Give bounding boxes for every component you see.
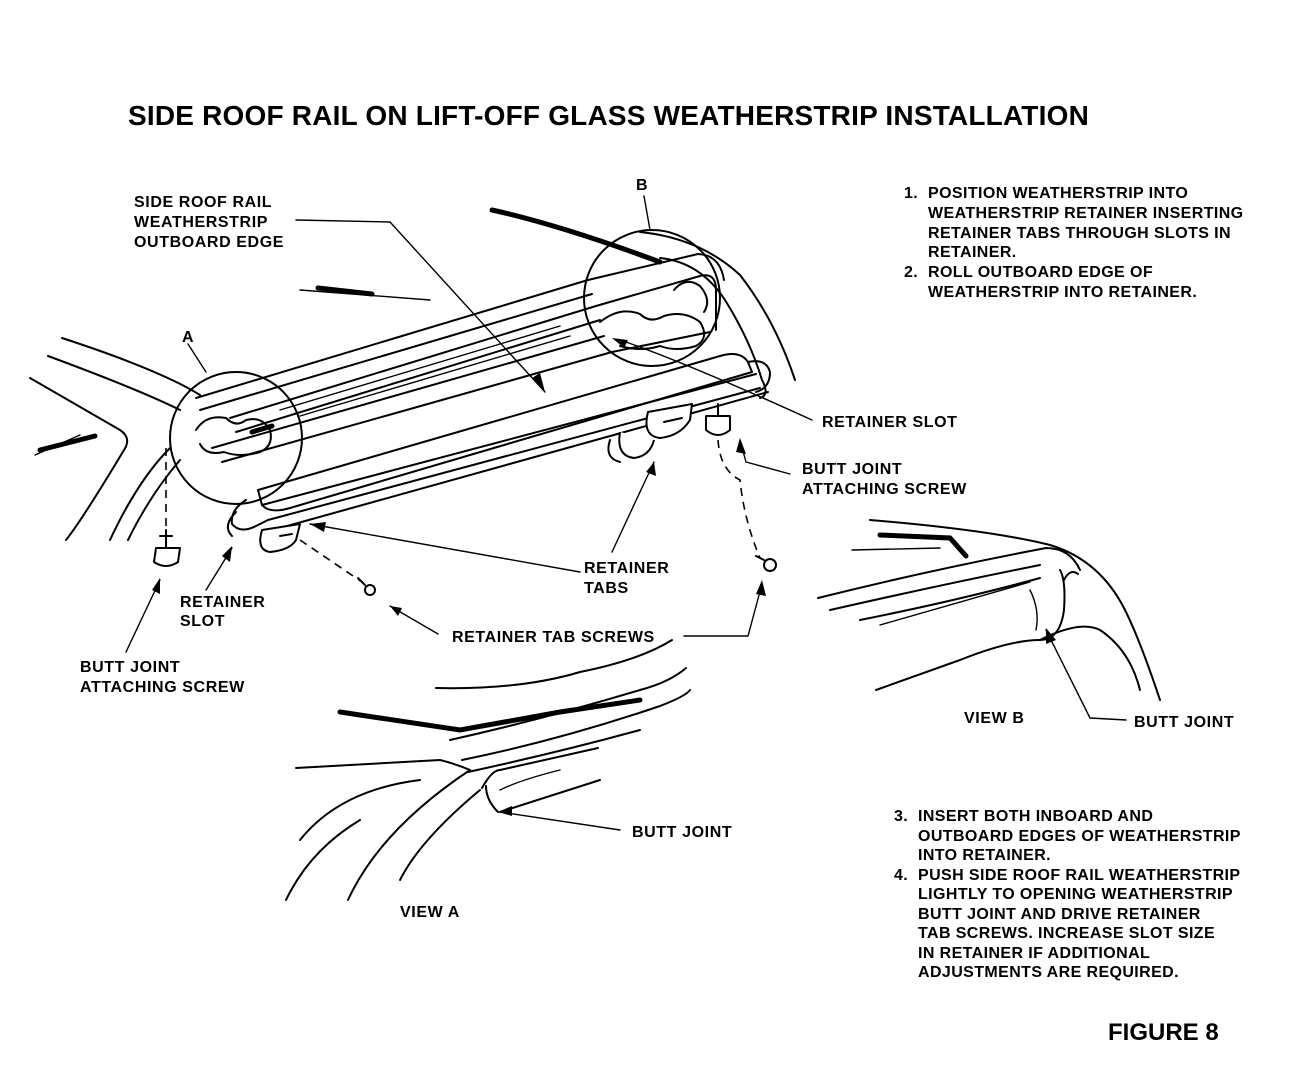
- retainer-tab-screws-label: RETAINER TAB SCREWS: [452, 629, 655, 646]
- svg-text:SLOT: SLOT: [180, 613, 225, 630]
- svg-text:PUSH SIDE ROOF RAIL WEATHERSTR: PUSH SIDE ROOF RAIL WEATHERSTRIP: [918, 867, 1240, 884]
- retainer-tabs-label: RETAINER TABS: [584, 560, 669, 597]
- svg-text:OUTBOARD EDGE: OUTBOARD EDGE: [134, 234, 284, 251]
- callout-a-label: A: [182, 329, 194, 346]
- svg-text:SIDE ROOF RAIL: SIDE ROOF RAIL: [134, 194, 272, 211]
- svg-text:BUTT JOINT: BUTT JOINT: [802, 461, 902, 478]
- view-a-label: VIEW A: [400, 904, 460, 921]
- tab-screw-right: [755, 555, 777, 572]
- view-b-label: VIEW B: [964, 710, 1025, 727]
- svg-text:ROLL OUTBOARD EDGE OF: ROLL OUTBOARD EDGE OF: [928, 264, 1153, 281]
- step-4: 4. PUSH SIDE ROOF RAIL WEATHERSTRIP LIGH…: [894, 867, 1240, 981]
- view-a-illustration: [285, 639, 691, 901]
- svg-text:1.: 1.: [904, 185, 918, 202]
- callout-b-label: B: [636, 177, 648, 194]
- main-assembly-illustration: [29, 207, 796, 596]
- figure-number-label: FIGURE 8: [1108, 1019, 1219, 1046]
- svg-text:4.: 4.: [894, 867, 908, 884]
- weatherstrip-outboard-edge-label: SIDE ROOF RAIL WEATHERSTRIP OUTBOARD EDG…: [134, 194, 284, 251]
- screw-left: [153, 529, 181, 567]
- svg-text:RETAINER: RETAINER: [180, 594, 265, 611]
- svg-text:RETAINER: RETAINER: [584, 560, 669, 577]
- screw-right: [705, 403, 731, 436]
- instructions-top: 1. POSITION WEATHERSTRIP INTO WEATHERSTR…: [904, 185, 1244, 301]
- svg-text:3.: 3.: [894, 808, 908, 825]
- svg-text:WEATHERSTRIP INTO RETAINER.: WEATHERSTRIP INTO RETAINER.: [928, 284, 1197, 301]
- svg-text:INSERT BOTH INBOARD AND: INSERT BOTH INBOARD AND: [918, 808, 1153, 825]
- detail-circle-a: [169, 371, 303, 505]
- detail-circle-b: [583, 229, 721, 367]
- svg-text:2.: 2.: [904, 264, 918, 281]
- svg-text:ATTACHING SCREW: ATTACHING SCREW: [80, 679, 245, 696]
- svg-text:IN RETAINER IF ADDITIONAL: IN RETAINER IF ADDITIONAL: [918, 945, 1150, 962]
- svg-text:TAB SCREWS. INCREASE SLOT SIZE: TAB SCREWS. INCREASE SLOT SIZE: [918, 925, 1215, 942]
- view-b-illustration: [817, 519, 1161, 701]
- svg-text:BUTT JOINT AND DRIVE RETAINER: BUTT JOINT AND DRIVE RETAINER: [918, 906, 1201, 923]
- svg-text:TABS: TABS: [584, 580, 629, 597]
- tab-screw-left: [357, 577, 376, 596]
- butt-joint-screw-right-label: BUTT JOINT ATTACHING SCREW: [802, 461, 967, 498]
- svg-text:POSITION WEATHERSTRIP INTO: POSITION WEATHERSTRIP INTO: [928, 185, 1188, 202]
- svg-text:ATTACHING SCREW: ATTACHING SCREW: [802, 481, 967, 498]
- retainer-slot-left-label: RETAINER SLOT: [180, 594, 265, 630]
- svg-text:OUTBOARD EDGES OF WEATHERSTRIP: OUTBOARD EDGES OF WEATHERSTRIP: [918, 828, 1241, 845]
- svg-text:ADJUSTMENTS ARE REQUIRED.: ADJUSTMENTS ARE REQUIRED.: [918, 964, 1179, 981]
- svg-text:INTO RETAINER.: INTO RETAINER.: [918, 847, 1051, 864]
- view-b-butt-joint-label: BUTT JOINT: [1134, 714, 1234, 731]
- svg-text:WEATHERSTRIP RETAINER INSERTIN: WEATHERSTRIP RETAINER INSERTING: [928, 205, 1244, 222]
- instructions-bottom: 3. INSERT BOTH INBOARD AND OUTBOARD EDGE…: [894, 808, 1241, 981]
- svg-text:RETAINER TABS THROUGH SLOTS IN: RETAINER TABS THROUGH SLOTS IN: [928, 225, 1231, 242]
- svg-text:BUTT JOINT: BUTT JOINT: [80, 659, 180, 676]
- svg-text:WEATHERSTRIP: WEATHERSTRIP: [134, 214, 268, 231]
- svg-text:LIGHTLY TO OPENING WEATHERSTRI: LIGHTLY TO OPENING WEATHERSTRIP: [918, 886, 1233, 903]
- figure-title: SIDE ROOF RAIL ON LIFT-OFF GLASS WEATHER…: [128, 100, 1089, 131]
- svg-text:RETAINER.: RETAINER.: [928, 244, 1017, 261]
- retainer-slot-right-label: RETAINER SLOT: [822, 414, 958, 431]
- step-3: 3. INSERT BOTH INBOARD AND OUTBOARD EDGE…: [894, 808, 1241, 864]
- step-1: 1. POSITION WEATHERSTRIP INTO WEATHERSTR…: [904, 185, 1244, 261]
- view-a-butt-joint-label: BUTT JOINT: [632, 824, 732, 841]
- butt-joint-screw-left-label: BUTT JOINT ATTACHING SCREW: [80, 659, 245, 696]
- step-2: 2. ROLL OUTBOARD EDGE OF WEATHERSTRIP IN…: [904, 264, 1197, 301]
- leader-lines: [125, 195, 1127, 831]
